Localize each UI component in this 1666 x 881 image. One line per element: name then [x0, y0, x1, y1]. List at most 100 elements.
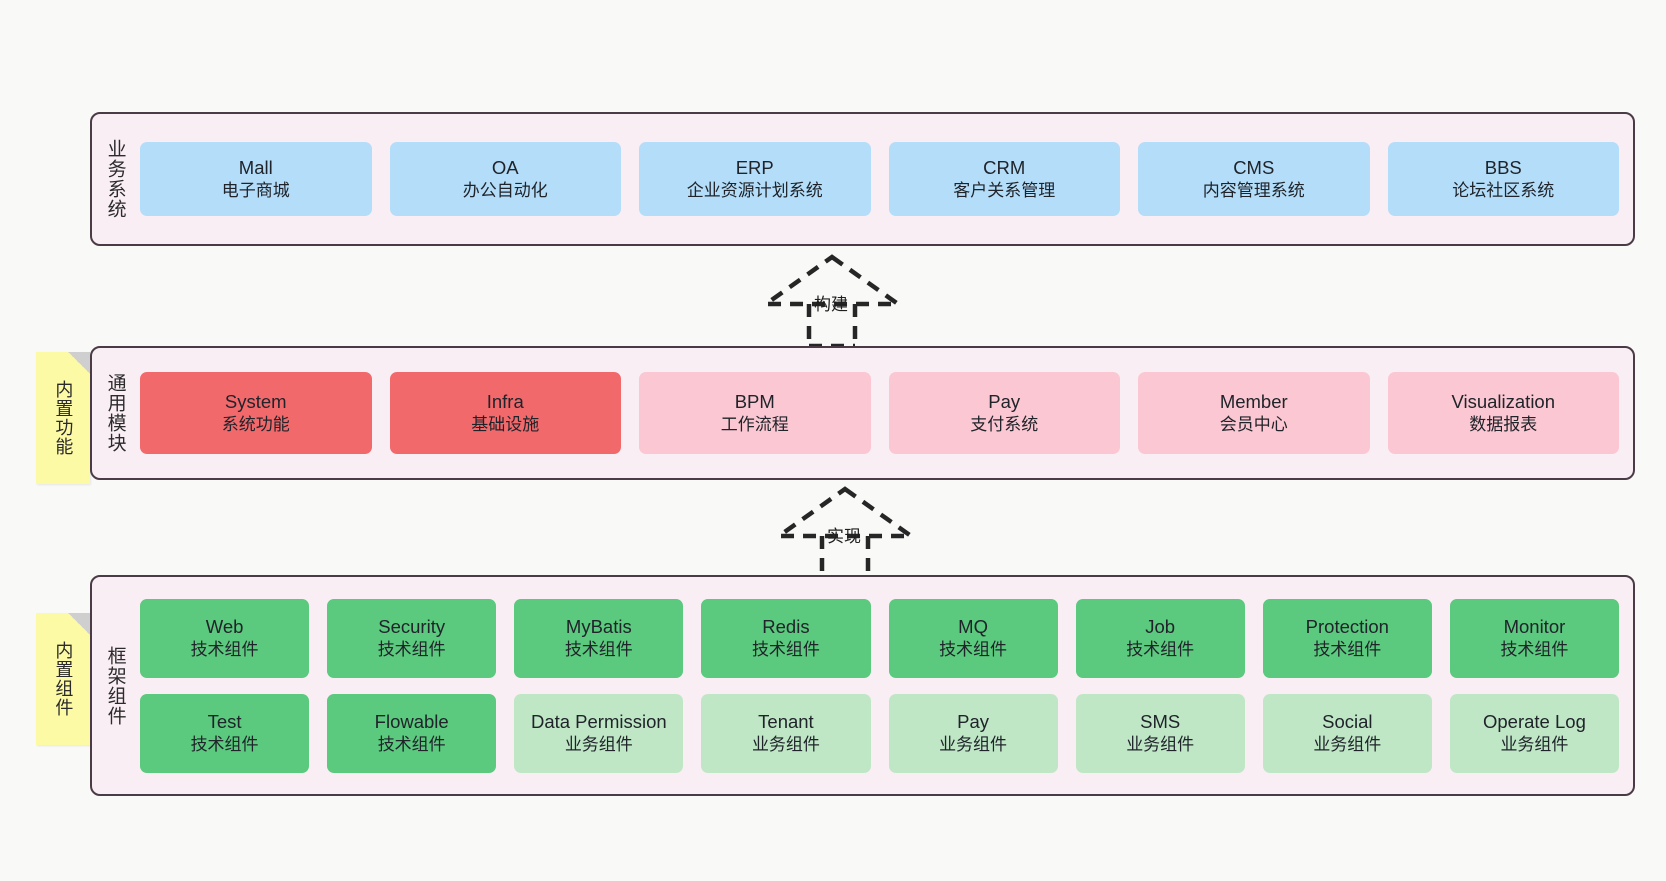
card-title: CRM — [983, 157, 1026, 179]
card-flowable[interactable]: Flowable 技术组件 — [327, 693, 497, 773]
card-subtitle: 技术组件 — [1313, 639, 1382, 659]
connector-implement: 实现 — [765, 484, 925, 581]
card-web[interactable]: Web 技术组件 — [140, 598, 310, 678]
card-subtitle: 技术组件 — [377, 734, 446, 754]
card-mq[interactable]: MQ 技术组件 — [888, 598, 1058, 678]
card-subtitle: 业务组件 — [1126, 734, 1195, 754]
folded-corner-icon — [68, 613, 90, 635]
card-row: Web 技术组件 Security 技术组件 MyBatis 技术组件 Redi… — [140, 598, 1619, 678]
card-title: Visualization — [1451, 391, 1556, 413]
card-subtitle: 基础设施 — [471, 414, 540, 434]
layer-label-framework-components: 框架组件 — [104, 645, 126, 726]
sticky-note-builtin-components: 内置组件 — [36, 613, 90, 745]
card-subtitle: 业务组件 — [1313, 734, 1382, 754]
card-title: System — [224, 391, 287, 413]
card-subtitle: 技术组件 — [190, 734, 259, 754]
card-subtitle: 技术组件 — [1126, 639, 1195, 659]
card-title: Job — [1145, 616, 1176, 638]
card-title: Web — [205, 616, 244, 638]
card-title: ERP — [735, 157, 774, 179]
card-bpm[interactable]: BPM 工作流程 — [639, 372, 871, 454]
card-sms[interactable]: SMS 业务组件 — [1075, 693, 1245, 773]
card-title: MQ — [958, 616, 988, 638]
generalization-triangle-icon — [758, 254, 906, 307]
card-subtitle: 业务组件 — [751, 734, 820, 754]
layer-framework-components: 框架组件 Web 技术组件 Security 技术组件 MyBatis 技术组件… — [90, 575, 1635, 796]
card-title: Operate Log — [1483, 711, 1586, 733]
card-title: Social — [1322, 711, 1373, 733]
card-title: BPM — [734, 391, 775, 413]
card-security[interactable]: Security 技术组件 — [327, 598, 497, 678]
card-redis[interactable]: Redis 技术组件 — [701, 598, 871, 678]
card-title: Tenant — [758, 711, 814, 733]
card-member[interactable]: Member 会员中心 — [1138, 372, 1370, 454]
card-social[interactable]: Social 业务组件 — [1262, 693, 1432, 773]
card-grid-business-systems: Mall 电子商城 OA 办公自动化 ERP 企业资源计划系统 CRM 客户关系… — [138, 142, 1633, 216]
card-pay-business[interactable]: Pay 业务组件 — [888, 693, 1058, 773]
card-test[interactable]: Test 技术组件 — [140, 693, 310, 773]
card-oa[interactable]: OA 办公自动化 — [389, 142, 621, 216]
card-subtitle: 企业资源计划系统 — [686, 180, 823, 200]
card-title: Security — [378, 616, 446, 638]
card-subtitle: 技术组件 — [751, 639, 820, 659]
card-subtitle: 业务组件 — [1500, 734, 1569, 754]
card-title: CMS — [1233, 157, 1275, 179]
layer-common-modules: 通用模块 System 系统功能 Infra 基础设施 BPM 工作流程 Pay… — [90, 346, 1635, 480]
generalization-triangle-icon — [771, 486, 919, 539]
card-mybatis[interactable]: MyBatis 技术组件 — [514, 598, 684, 678]
folded-corner-icon — [68, 352, 90, 374]
layer-business-systems: 业务系统 Mall 电子商城 OA 办公自动化 ERP 企业资源计划系统 CRM… — [90, 112, 1635, 246]
card-grid-framework-components: Web 技术组件 Security 技术组件 MyBatis 技术组件 Redi… — [138, 598, 1633, 773]
card-subtitle: 支付系统 — [970, 414, 1039, 434]
card-erp[interactable]: ERP 企业资源计划系统 — [639, 142, 871, 216]
card-mall[interactable]: Mall 电子商城 — [140, 142, 372, 216]
card-tenant[interactable]: Tenant 业务组件 — [701, 693, 871, 773]
sticky-note-text: 内置组件 — [53, 641, 74, 717]
card-subtitle: 办公自动化 — [462, 180, 548, 200]
card-title: Member — [1219, 391, 1288, 413]
card-title: Pay — [988, 391, 1021, 413]
card-protection[interactable]: Protection 技术组件 — [1262, 598, 1432, 678]
card-title: BBS — [1484, 157, 1522, 179]
connector-label-build: 构建 — [814, 295, 848, 314]
card-system[interactable]: System 系统功能 — [140, 372, 372, 454]
card-visualization[interactable]: Visualization 数据报表 — [1387, 372, 1619, 454]
card-title: Redis — [762, 616, 810, 638]
card-subtitle: 技术组件 — [564, 639, 633, 659]
card-grid-common-modules: System 系统功能 Infra 基础设施 BPM 工作流程 Pay 支付系统… — [138, 372, 1633, 454]
card-title: Data Permission — [530, 711, 667, 733]
card-data-permission[interactable]: Data Permission 业务组件 — [514, 693, 684, 773]
card-subtitle: 内容管理系统 — [1202, 180, 1305, 200]
card-title: SMS — [1140, 711, 1181, 733]
card-job[interactable]: Job 技术组件 — [1075, 598, 1245, 678]
card-title: Pay — [957, 711, 989, 733]
card-row: Test 技术组件 Flowable 技术组件 Data Permission … — [140, 693, 1619, 773]
card-subtitle: 技术组件 — [190, 639, 259, 659]
connector-label-implement: 实现 — [827, 527, 861, 546]
card-crm[interactable]: CRM 客户关系管理 — [888, 142, 1120, 216]
sticky-note-builtin-features: 内置功能 — [36, 352, 90, 484]
connector-build: 构建 — [752, 252, 912, 349]
card-pay[interactable]: Pay 支付系统 — [888, 372, 1120, 454]
card-title: OA — [491, 157, 519, 179]
card-infra[interactable]: Infra 基础设施 — [389, 372, 621, 454]
card-title: Infra — [486, 391, 524, 413]
card-monitor[interactable]: Monitor 技术组件 — [1449, 598, 1619, 678]
card-row: Mall 电子商城 OA 办公自动化 ERP 企业资源计划系统 CRM 客户关系… — [140, 142, 1619, 216]
card-title: Mall — [238, 157, 273, 179]
card-subtitle: 电子商城 — [221, 180, 290, 200]
card-subtitle: 数据报表 — [1469, 414, 1538, 434]
card-subtitle: 工作流程 — [720, 414, 789, 434]
card-bbs[interactable]: BBS 论坛社区系统 — [1387, 142, 1619, 216]
card-subtitle: 业务组件 — [939, 734, 1008, 754]
card-title: Flowable — [374, 711, 449, 733]
card-subtitle: 技术组件 — [377, 639, 446, 659]
card-title: MyBatis — [565, 616, 632, 638]
card-cms[interactable]: CMS 内容管理系统 — [1138, 142, 1370, 216]
layer-label-common-modules: 通用模块 — [104, 373, 126, 453]
card-subtitle: 业务组件 — [564, 734, 633, 754]
layer-label-business-systems: 业务系统 — [104, 139, 126, 219]
card-operate-log[interactable]: Operate Log 业务组件 — [1449, 693, 1619, 773]
card-title: Monitor — [1503, 616, 1566, 638]
